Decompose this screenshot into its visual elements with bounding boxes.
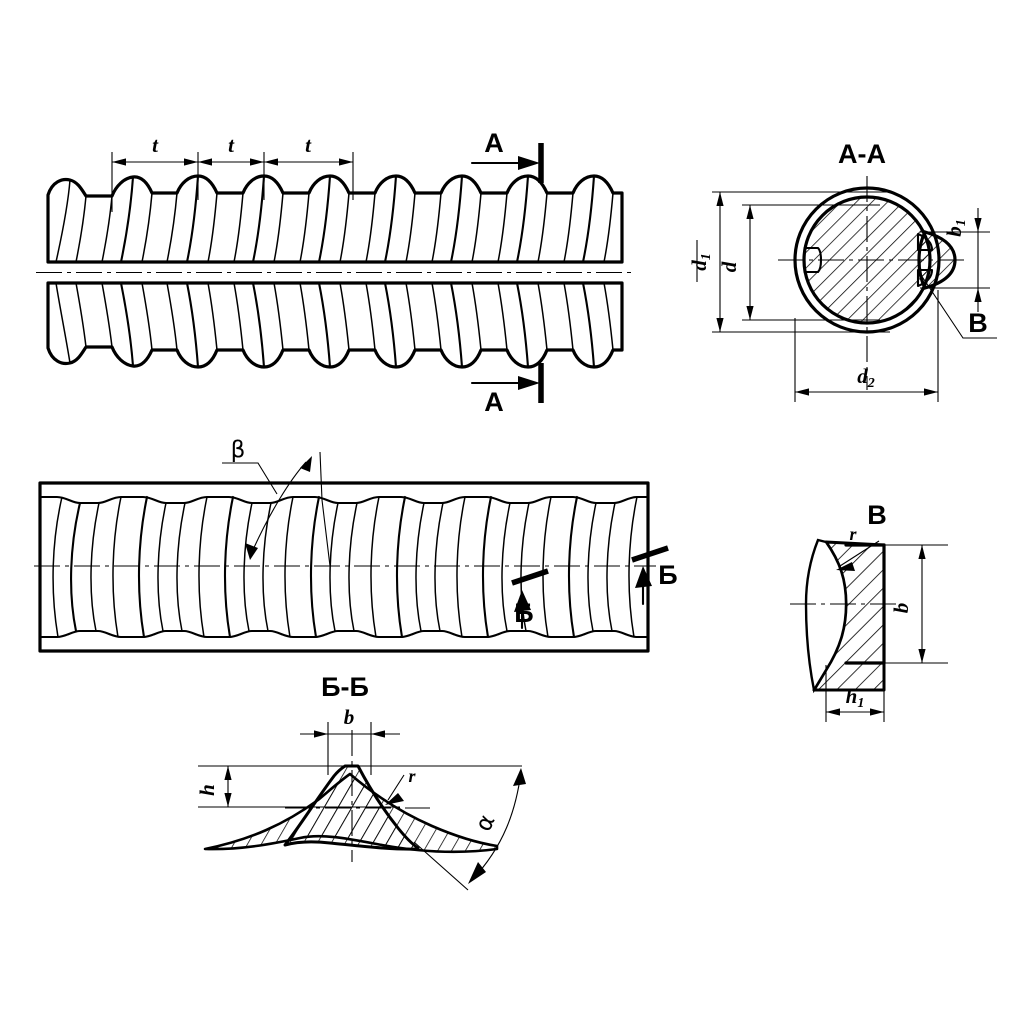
detail-b-radius-leader: r [836, 524, 880, 571]
section-label-a-top: A [484, 128, 504, 158]
bb-radius-leader: r [385, 766, 416, 805]
section-label-be-left: Б [514, 598, 533, 628]
bb-alpha-angle: α [413, 768, 526, 891]
second-bar-beta-annotation: β [222, 437, 331, 567]
pitch-label-3: t [305, 133, 312, 157]
bar-body-outline [46, 174, 624, 369]
bar-rib-lines-lower [55, 281, 614, 369]
bb-front-rib [283, 764, 420, 851]
bb-alpha-label: α [471, 811, 501, 836]
section-label-be-right: Б [658, 560, 677, 590]
aa-dim-d1-label: d1 [687, 253, 714, 271]
section-bb-title: Б-Б [321, 672, 369, 702]
section-mark-be-left: Б [511, 568, 549, 630]
view-section-bb: Б-Б b h [195, 672, 526, 891]
bb-b-label: b [344, 705, 355, 729]
second-bar-rib-lines [52, 495, 638, 639]
section-mark-a-top: A [470, 128, 544, 183]
detail-b-b-label: b [889, 603, 913, 614]
aa-dim-d2: d2 [794, 290, 939, 402]
second-bar-scallops [38, 495, 650, 639]
view-second-bar: β Б Б [34, 437, 678, 653]
aa-dim-b1: b1 [920, 208, 990, 312]
detail-b-h1-label: h1 [846, 684, 865, 711]
aa-dim-b1-label: b1 [942, 219, 969, 237]
second-bar-body [38, 481, 650, 653]
bar-rib-lines-upper [55, 174, 614, 264]
bb-r-label: r [408, 766, 416, 786]
bar-longitudinal-rib-edges [46, 260, 624, 285]
bb-h-label: h [195, 784, 219, 796]
aa-dim-d1: d1 [687, 191, 890, 333]
pitch-dimension-group: t t t [111, 133, 354, 212]
section-mark-be-right: Б [631, 545, 678, 606]
detail-b-r-label: r [849, 524, 857, 544]
detail-b-title: B [867, 500, 887, 530]
aa-dim-d: d [717, 204, 880, 321]
view-detail-b: B r b [790, 500, 948, 722]
detail-b-dim-b: b [884, 544, 948, 664]
beta-label: β [231, 437, 246, 463]
detail-b-flank [804, 538, 848, 694]
section-aa-title: A-A [838, 139, 886, 169]
bb-dim-b: b [300, 705, 400, 775]
aa-rib-notch-upper [916, 232, 934, 252]
aa-detail-b-label: B [968, 308, 988, 338]
bb-dim-h: h [195, 766, 232, 807]
aa-rib-notch-lower [916, 268, 934, 288]
detail-b-dim-h1: h1 [825, 665, 885, 722]
view-section-aa: A-A d1 [687, 139, 997, 402]
section-mark-a-bottom: A [470, 363, 544, 417]
pitch-label-2: t [228, 133, 235, 157]
aa-rib-notch-left [803, 246, 823, 274]
view-main-bar: t t t A A [36, 128, 634, 417]
aa-detail-callout-b: B [920, 274, 997, 339]
aa-dim-d-label: d [717, 261, 741, 272]
section-label-a-bottom: A [484, 387, 504, 417]
aa-dim-d2-label: d2 [857, 364, 875, 391]
pitch-label-1: t [152, 133, 159, 157]
